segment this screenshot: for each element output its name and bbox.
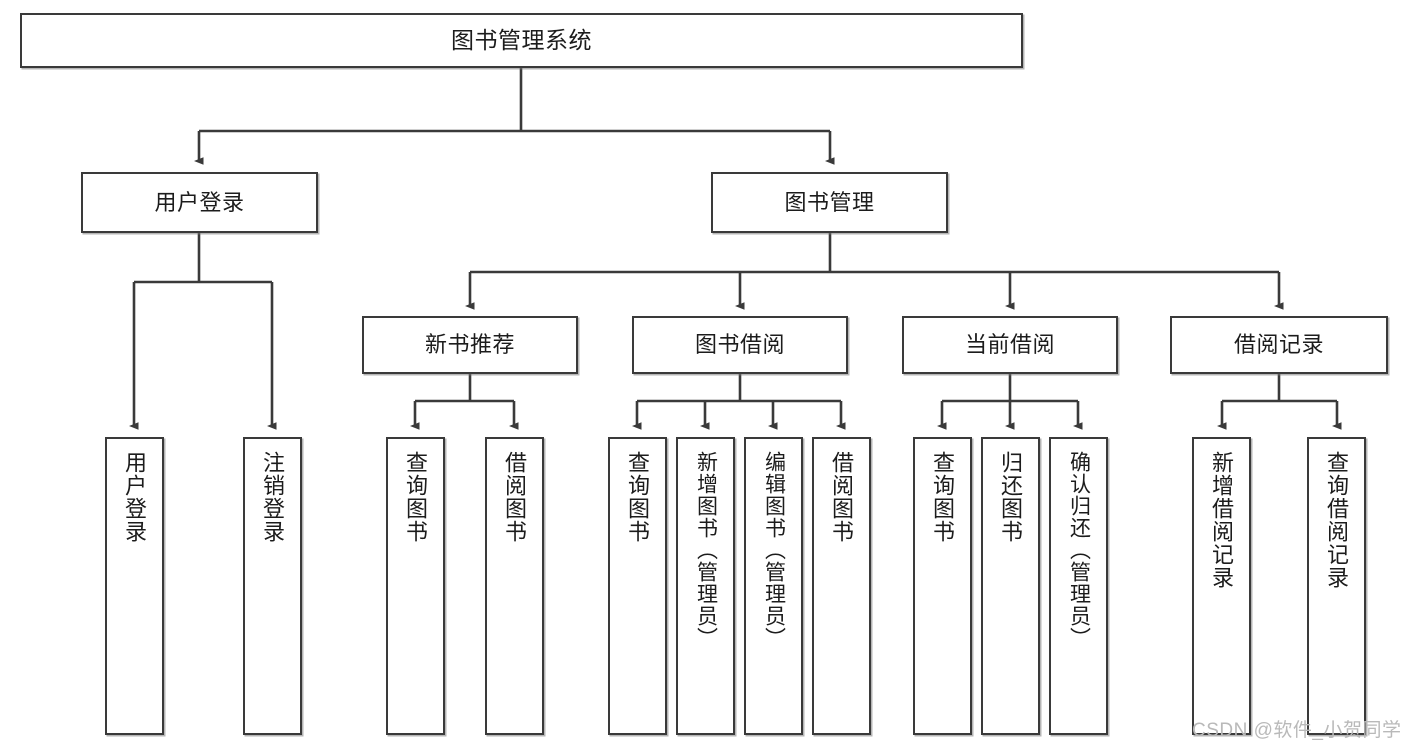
node-label: 查询图书 xyxy=(403,451,429,543)
leaf-borrow-add-book-admin[interactable]: 新增图书（管理员） xyxy=(676,437,735,735)
csdn-watermark: CSDN @软件_小贺同学 xyxy=(1192,720,1402,741)
leaf-current-confirm-return-admin[interactable]: 确认归还（管理员） xyxy=(1049,437,1108,735)
leaf-recommend-query-book[interactable]: 查询图书 xyxy=(386,437,445,735)
node-label: 新增图书（管理员） xyxy=(694,451,718,649)
node-label: 归还图书 xyxy=(998,451,1024,543)
node-label: 查询图书 xyxy=(930,451,956,543)
node-label: 新增借阅记录 xyxy=(1209,451,1235,589)
node-label: 借阅图书 xyxy=(829,451,855,543)
node-label: 图书管理系统 xyxy=(451,26,592,53)
node-book-borrow[interactable]: 图书借阅 xyxy=(632,316,848,374)
node-label: 编辑图书（管理员） xyxy=(762,451,786,649)
leaf-recommend-borrow-book[interactable]: 借阅图书 xyxy=(485,437,544,735)
node-label: 借阅图书 xyxy=(502,451,528,543)
leaf-record-query-record[interactable]: 查询借阅记录 xyxy=(1307,437,1366,735)
node-label: 注销登录 xyxy=(260,451,286,543)
node-label: 图书借阅 xyxy=(694,332,785,358)
leaf-record-add-record[interactable]: 新增借阅记录 xyxy=(1192,437,1251,735)
leaf-user-login-login[interactable]: 用户登录 xyxy=(105,437,164,735)
leaf-user-login-logout[interactable]: 注销登录 xyxy=(243,437,302,735)
leaf-current-query-book[interactable]: 查询图书 xyxy=(913,437,972,735)
node-label: 借阅记录 xyxy=(1233,332,1324,358)
leaf-borrow-query-book[interactable]: 查询图书 xyxy=(608,437,667,735)
node-label: 确认归还（管理员） xyxy=(1067,451,1091,649)
node-label: 用户登录 xyxy=(154,189,245,215)
node-borrow-record[interactable]: 借阅记录 xyxy=(1170,316,1388,374)
node-user-login[interactable]: 用户登录 xyxy=(81,172,318,233)
leaf-current-return-book[interactable]: 归还图书 xyxy=(981,437,1040,735)
leaf-borrow-edit-book-admin[interactable]: 编辑图书（管理员） xyxy=(744,437,803,735)
node-current-borrow[interactable]: 当前借阅 xyxy=(902,316,1118,374)
node-label: 用户登录 xyxy=(122,451,148,543)
node-new-book-recommend[interactable]: 新书推荐 xyxy=(362,316,578,374)
node-root-system[interactable]: 图书管理系统 xyxy=(20,13,1023,68)
node-label: 查询图书 xyxy=(625,451,651,543)
leaf-borrow-borrow-book[interactable]: 借阅图书 xyxy=(812,437,871,735)
node-book-management[interactable]: 图书管理 xyxy=(711,172,948,233)
node-label: 当前借阅 xyxy=(964,332,1055,358)
node-label: 新书推荐 xyxy=(424,332,515,358)
node-label: 图书管理 xyxy=(784,189,875,215)
node-label: 查询借阅记录 xyxy=(1324,451,1350,589)
